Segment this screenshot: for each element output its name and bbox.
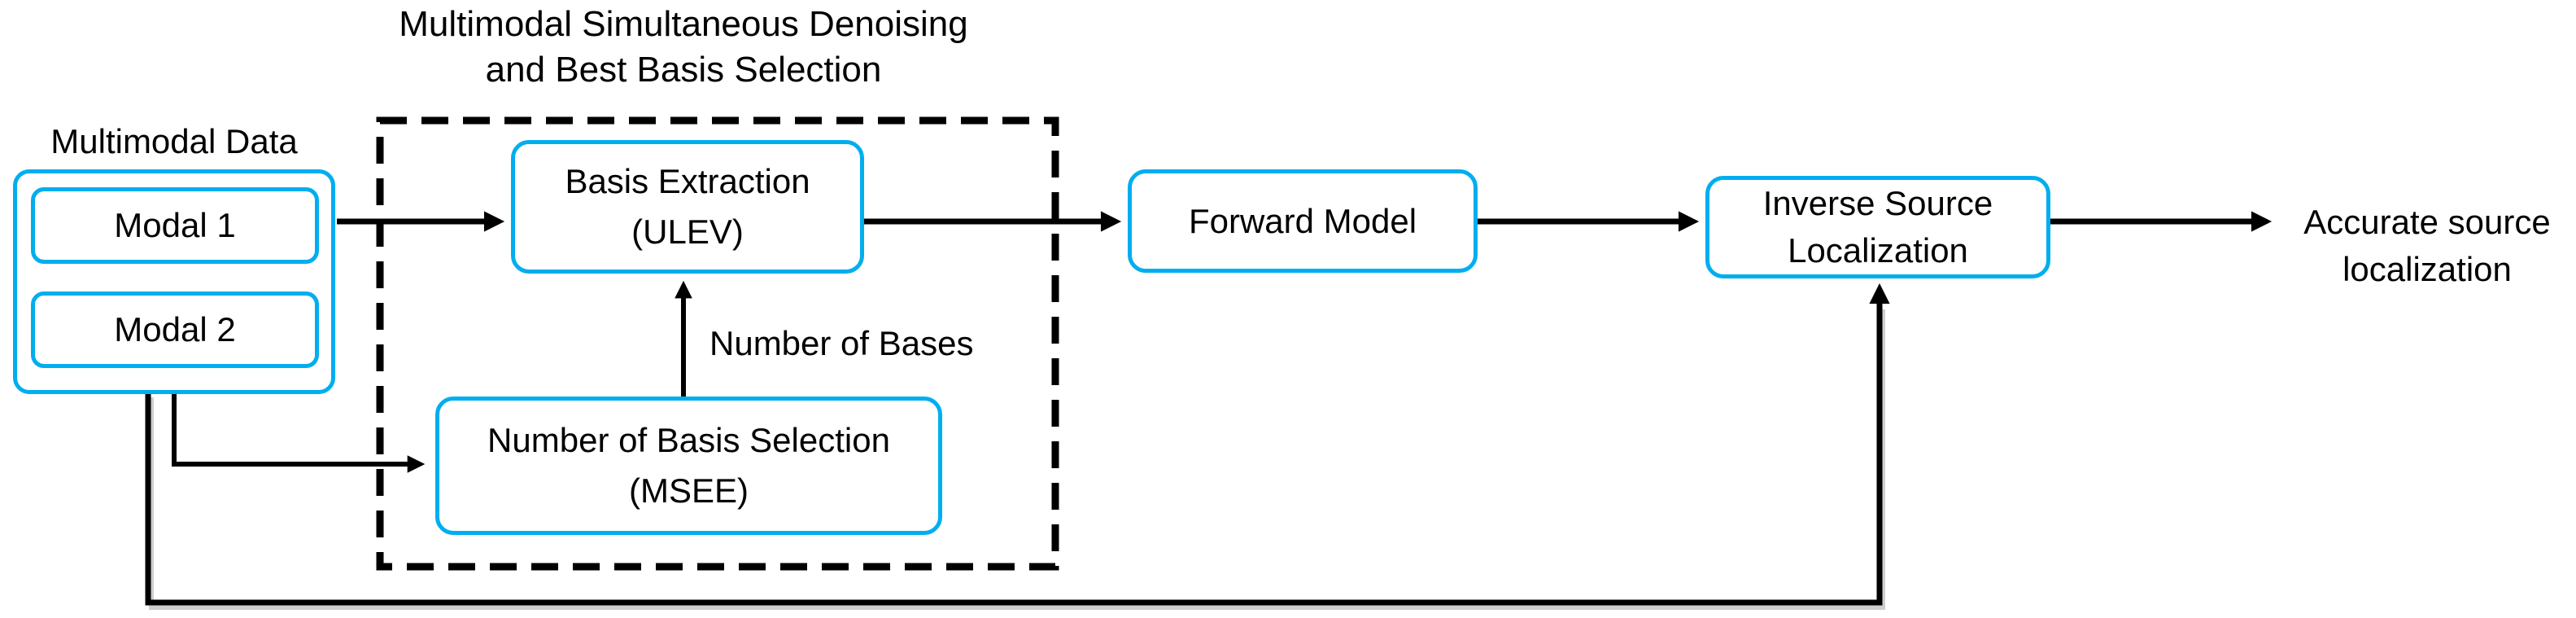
number-of-basis-selection-box: Number of Basis Selection (MSEE) [435, 397, 942, 535]
basis-extraction-line2: (ULEV) [631, 213, 744, 251]
output-label-line1: Accurate source [2303, 203, 2551, 241]
inverse-source-localization-line1: Inverse Source [1762, 184, 1993, 222]
diagram-title-line2: and Best Basis Selection [485, 50, 882, 90]
modal1-label: Modal 1 [114, 206, 236, 244]
output-label: Accurate source localization [2278, 199, 2576, 293]
number-of-bases-label: Number of Bases [709, 324, 974, 362]
multimodal-data-label: Multimodal Data [50, 122, 298, 160]
feedback-connector [145, 283, 1890, 606]
inverse-source-localization-box: Inverse Source Localization [1705, 176, 2050, 278]
forward-model-box: Forward Model [1128, 169, 1478, 273]
number-of-basis-selection-line1: Number of Basis Selection [487, 421, 890, 459]
arrow-data-to-msee [172, 392, 426, 473]
forward-model-label: Forward Model [1188, 201, 1417, 240]
modal2-label: Modal 2 [114, 310, 236, 348]
feedback-connector-shadow [149, 309, 1885, 610]
diagram-title: Multimodal Simultaneous Denoising and Be… [325, 2, 1041, 93]
modal2-box: Modal 2 [31, 291, 319, 368]
diagram-title-line1: Multimodal Simultaneous Denoising [399, 4, 968, 44]
number-of-basis-selection-line2: (MSEE) [629, 471, 749, 510]
output-label-line2: localization [2342, 250, 2512, 288]
basis-extraction-line1: Basis Extraction [565, 162, 810, 200]
inverse-source-localization-line2: Localization [1788, 231, 1968, 270]
modal1-box: Modal 1 [31, 187, 319, 264]
basis-extraction-box: Basis Extraction (ULEV) [511, 140, 864, 274]
